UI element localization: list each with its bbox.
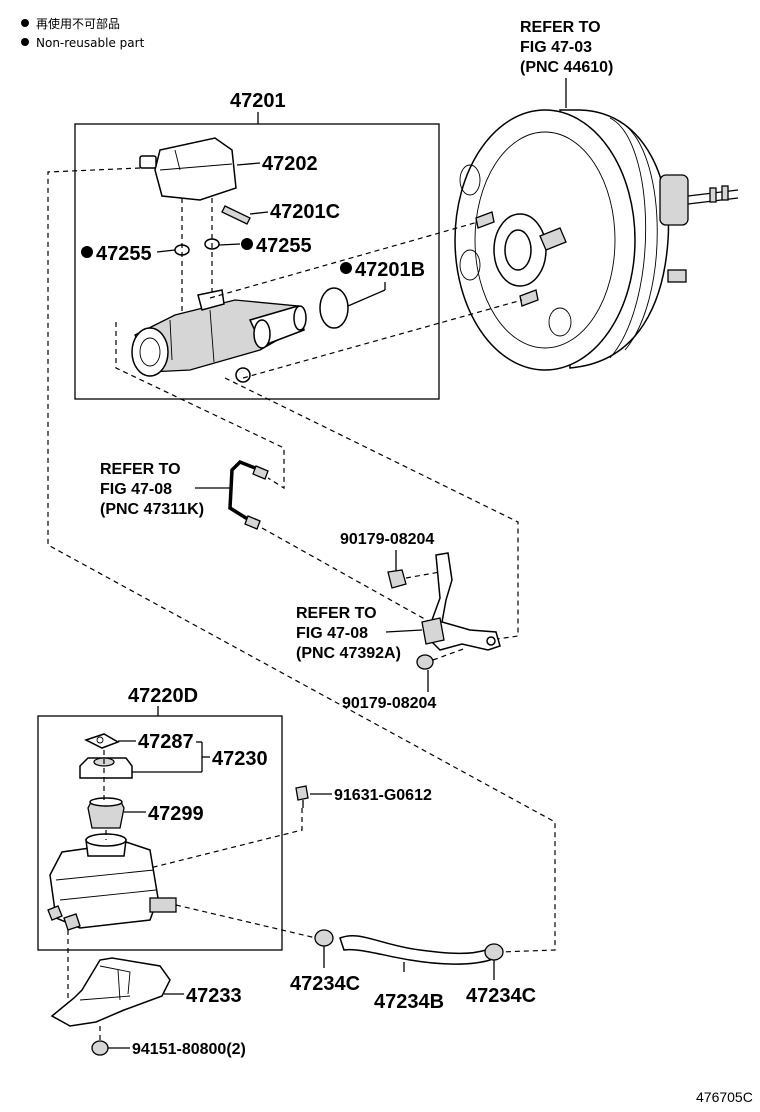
reservoir-tank <box>139 137 237 201</box>
label-47230: 47230 <box>212 748 268 770</box>
hose <box>339 934 492 965</box>
label-47201: 47201 <box>230 90 286 112</box>
label-47234C-right: 47234C <box>466 985 536 1007</box>
bracket-ref-line-3: (PNC 47392A) <box>296 645 401 662</box>
bracket-ref-line-1: REFER TO <box>296 605 377 622</box>
label-47234B: 47234B <box>374 991 444 1013</box>
label-47255-right: 47255 <box>256 235 312 257</box>
booster-ref-line-2: FIG 47-03 <box>520 39 592 56</box>
pipe-ref-line-3: (PNC 47311K) <box>100 501 204 518</box>
master-cylinder-body <box>131 289 307 383</box>
label-47234C-left: 47234C <box>290 973 360 995</box>
non-reusable-dot-icon <box>21 19 29 27</box>
booster-reference: REFER TO FIG 47-03 (PNC 44610) <box>520 19 613 108</box>
brake-booster <box>454 109 739 371</box>
reservoir-sub-assy-box <box>37 715 283 951</box>
legend-line-1: 再使用不可部品 <box>36 16 120 31</box>
label-47233: 47233 <box>186 985 242 1007</box>
o-ring <box>319 287 349 329</box>
bracket-group: 90179-08204 REFER TO FIG 47-08 (PNC 4739… <box>296 531 501 712</box>
master-cylinder-box <box>74 123 440 400</box>
reservoir-sub-assy-group: 47220D 47287 47230 47299 <box>37 685 317 1010</box>
label-47287: 47287 <box>138 731 194 753</box>
reservoir-bracket-group: 47233 94151-80800(2) <box>50 957 246 1058</box>
legend: 再使用不可部品 Non-reusable part <box>21 16 145 50</box>
hose-group: 47234C 47234B 47234C <box>290 929 536 1013</box>
booster-ref-line-3: (PNC 44610) <box>520 59 613 76</box>
hose-clip-right <box>484 943 504 961</box>
bolt-lower <box>416 654 434 670</box>
label-47201B: 47201B <box>355 259 425 281</box>
booster-ref-line-1: REFER TO <box>520 19 601 36</box>
hose-clip-left <box>314 929 334 947</box>
label-47201C: 47201C <box>270 201 340 223</box>
label-91631-G0612: 91631-G0612 <box>334 787 432 804</box>
label-90179-08204-lower: 90179-08204 <box>342 695 436 712</box>
pipe-ref-line-2: FIG 47-08 <box>100 481 172 498</box>
label-47202: 47202 <box>262 153 318 175</box>
bolt-upper <box>387 569 407 589</box>
bracket-bolt <box>91 1040 109 1056</box>
screw-group: 91631-G0612 <box>295 785 432 808</box>
master-cylinder-group: 47201 47202 47201C 47255 47255 47201B <box>74 90 523 400</box>
diagram-code: 476705C <box>696 1089 753 1105</box>
label-47299: 47299 <box>148 803 204 825</box>
label-94151-80800: 94151-80800(2) <box>132 1041 246 1058</box>
bracket-ref-line-2: FIG 47-08 <box>296 625 368 642</box>
label-47220D: 47220D <box>128 685 198 707</box>
label-47255-left: 47255 <box>96 243 152 265</box>
label-90179-08204-upper: 90179-08204 <box>340 531 434 548</box>
pipe-reference: REFER TO FIG 47-08 (PNC 47311K) <box>100 322 519 641</box>
non-reusable-dot-icon <box>21 38 29 46</box>
legend-line-2: Non-reusable part <box>36 36 145 50</box>
pipe-ref-line-1: REFER TO <box>100 461 181 478</box>
